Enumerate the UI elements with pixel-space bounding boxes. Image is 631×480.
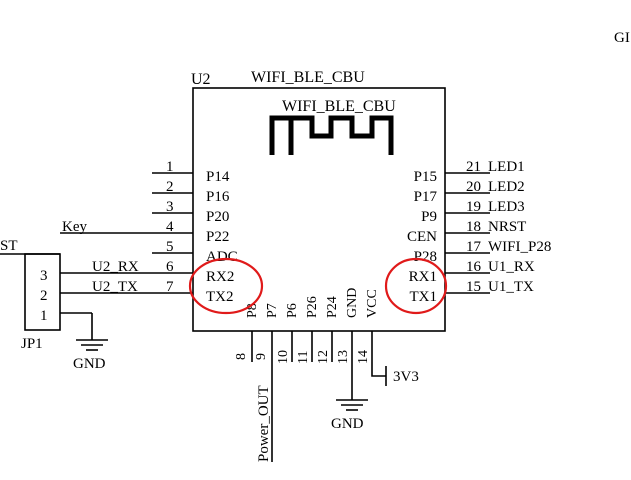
connector-jp1	[0, 253, 108, 351]
left-pin-number: 2	[166, 179, 174, 195]
right-pin-name: P15	[414, 169, 437, 185]
left-pin-number: 1	[166, 159, 174, 175]
right-pin-name: CEN	[407, 229, 437, 245]
module-ref: U2	[191, 71, 211, 88]
net-label-u2-rx: U2_RX	[92, 259, 139, 275]
left-pins: 1 2 3 4 5 6 7 P14 P16 P20 P22 ADC RX2 TX…	[60, 159, 238, 305]
bottom-pin-name: P24	[325, 296, 340, 318]
connector-ref: JP1	[21, 336, 43, 352]
right-pin-number: 18	[466, 219, 481, 235]
left-pin-name: P16	[206, 189, 230, 205]
bottom-pin-name: VCC	[365, 289, 380, 318]
net-label-led3: LED3	[488, 199, 525, 215]
highlight-circle-rx1-tx1	[384, 257, 448, 315]
bottom-pin-name: P7	[265, 303, 280, 318]
gnd-bottom-label: GND	[331, 416, 364, 432]
right-pin-name: P9	[421, 209, 437, 225]
left-pin-name: RX2	[206, 269, 234, 285]
right-pin-number: 20	[466, 179, 481, 195]
module-body	[192, 87, 446, 332]
left-pin-number: 7	[166, 279, 174, 295]
net-label-key: Key	[62, 219, 87, 235]
left-pin-number: 4	[166, 219, 174, 235]
net-label-led2: LED2	[488, 179, 525, 195]
connector-pin-number: 2	[40, 288, 48, 304]
bottom-pin-number: 13	[336, 350, 351, 364]
bottom-pin-number: 11	[296, 351, 311, 364]
right-pin-name: P28	[414, 249, 437, 265]
left-pin-number: 6	[166, 259, 174, 275]
net-label-3v3: 3V3	[393, 369, 419, 385]
left-pin-number: 3	[166, 199, 174, 215]
right-pin-number: 16	[466, 259, 482, 275]
connector-pin-number: 3	[40, 268, 48, 284]
bottom-pin-number: 12	[316, 350, 331, 364]
left-pin-name: P22	[206, 229, 229, 245]
bottom-pin-number: 10	[276, 350, 291, 364]
net-label-nrst: NRST	[488, 219, 526, 235]
module-inner-title: WIFI_BLE_CBU	[282, 98, 396, 115]
left-pin-number: 5	[166, 239, 174, 255]
right-pin-number: 15	[466, 279, 481, 295]
left-pin-name: P14	[206, 169, 230, 185]
gnd-bottom-symbol	[336, 362, 368, 411]
module-title: WIFI_BLE_CBU	[251, 69, 365, 86]
highlight-circle-rx2-tx2	[188, 257, 264, 315]
left-pin-name: TX2	[206, 289, 234, 305]
net-label-wifi-p28: WIFI_P28	[488, 239, 551, 255]
right-pins: P15 P17 P9 CEN P28 RX1 TX1 21 20 19 18 1…	[407, 159, 551, 305]
right-pin-number: 21	[466, 159, 481, 175]
right-pin-number: 19	[466, 199, 481, 215]
bottom-pin-number: 14	[356, 350, 371, 364]
bottom-pin-number: 8	[234, 353, 249, 360]
corner-label: GI	[614, 30, 630, 46]
right-pin-name: RX1	[409, 269, 437, 285]
bottom-pin-name: GND	[345, 288, 360, 318]
net-label-led1: LED1	[488, 159, 525, 175]
right-pin-name: TX1	[410, 289, 438, 305]
connector-partial-net: ST	[0, 238, 18, 254]
antenna-symbol	[269, 115, 394, 155]
bottom-pins: P8 P7 P6 P26 P24 GND VCC 8 9 10 11 12 13…	[234, 288, 380, 364]
bottom-pin-name: P26	[305, 296, 320, 318]
net-label-u1-tx: U1_TX	[488, 279, 534, 295]
right-pin-number: 17	[466, 239, 482, 255]
net-label-power-out: Power_OUT	[256, 385, 272, 462]
right-pin-name: P17	[414, 189, 438, 205]
net-label-u2-tx: U2_TX	[92, 279, 138, 295]
bottom-pin-name: P6	[285, 303, 300, 318]
net-label-u1-rx: U1_RX	[488, 259, 535, 275]
connector-pin-number: 1	[40, 308, 48, 324]
bottom-pin-number: 9	[254, 353, 269, 360]
left-pin-name: P20	[206, 209, 229, 225]
gnd-left-label: GND	[73, 356, 106, 372]
